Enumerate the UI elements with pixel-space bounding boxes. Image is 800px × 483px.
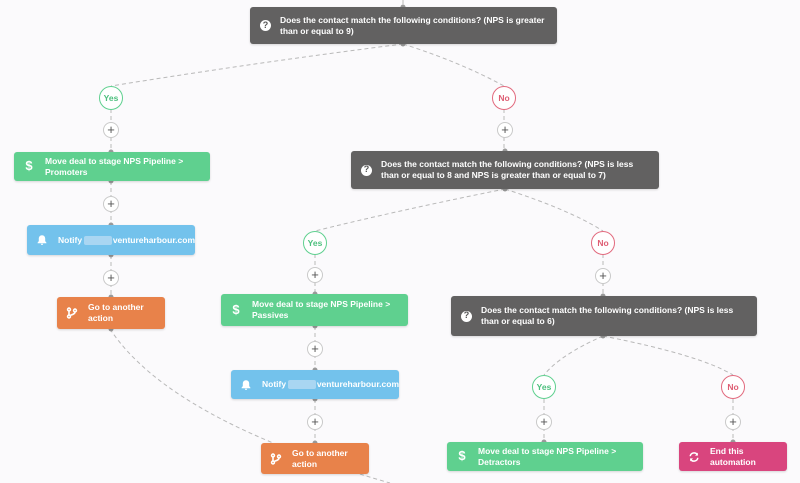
notify-prefix: Notify	[58, 234, 83, 245]
branch-icon	[269, 452, 283, 466]
bell-icon	[35, 233, 49, 247]
dollar-icon: $	[25, 158, 33, 174]
notify-domain: ventureharbour.com	[112, 234, 195, 245]
no-branch-label: No	[721, 375, 745, 399]
action-label: Go to another action	[88, 302, 144, 323]
add-step-button[interactable]: +	[307, 267, 323, 283]
no-branch-label: No	[492, 86, 516, 110]
redacted-email	[288, 380, 316, 389]
branch-icon	[65, 306, 79, 320]
condition-text: Does the contact match the following con…	[280, 14, 545, 36]
go-to-another-action[interactable]: Go to another action	[261, 443, 369, 474]
add-step-button[interactable]: +	[725, 414, 741, 430]
condition-text: Does the contact match the following con…	[381, 159, 634, 180]
add-step-button[interactable]: +	[103, 270, 119, 286]
action-label: End this automation	[710, 445, 756, 467]
add-step-button[interactable]: +	[307, 341, 323, 357]
question-icon: ?	[260, 20, 271, 31]
action-label: Move deal to stage NPS Pipeline > Promot…	[45, 155, 184, 177]
yes-branch-label: Yes	[303, 231, 327, 255]
add-step-button[interactable]: +	[103, 122, 119, 138]
action-label: Move deal to stage NPS Pipeline > Passiv…	[252, 299, 391, 320]
move-deal-passives-action[interactable]: $ Move deal to stage NPS Pipeline > Pass…	[221, 294, 408, 326]
add-step-button[interactable]: +	[497, 122, 513, 138]
condition-text: Does the contact match the following con…	[481, 305, 734, 326]
dollar-icon: $	[458, 448, 466, 464]
condition-nps-detractors[interactable]: ? Does the contact match the following c…	[451, 296, 757, 336]
dollar-icon: $	[232, 301, 240, 317]
move-deal-promoters-action[interactable]: $ Move deal to stage NPS Pipeline > Prom…	[14, 152, 210, 181]
yes-branch-label: Yes	[99, 86, 123, 110]
question-icon: ?	[361, 164, 372, 176]
add-step-button[interactable]: +	[103, 196, 119, 212]
redacted-email	[84, 235, 112, 245]
notify-action[interactable]: Notify ventureharbour.com	[231, 370, 399, 399]
yes-branch-label: Yes	[532, 375, 556, 399]
notify-domain: ventureharbour.com	[316, 379, 399, 390]
add-step-button[interactable]: +	[595, 268, 611, 284]
action-label: Move deal to stage NPS Pipeline > Detrac…	[478, 445, 617, 467]
notify-action[interactable]: Notify ventureharbour.com	[27, 225, 195, 255]
condition-nps-promoters[interactable]: ? Does the contact match the following c…	[250, 7, 557, 44]
condition-nps-passives[interactable]: ? Does the contact match the following c…	[351, 151, 659, 189]
end-automation-action[interactable]: End this automation	[679, 442, 787, 471]
add-step-button[interactable]: +	[307, 414, 323, 430]
action-label: Go to another action	[292, 447, 348, 469]
notify-prefix: Notify	[262, 379, 287, 390]
go-to-another-action[interactable]: Go to another action	[57, 297, 165, 329]
move-deal-detractors-action[interactable]: $ Move deal to stage NPS Pipeline > Detr…	[447, 442, 643, 471]
bell-icon	[239, 378, 253, 392]
sync-icon	[687, 450, 701, 464]
no-branch-label: No	[591, 231, 615, 255]
question-icon: ?	[461, 310, 472, 322]
add-step-button[interactable]: +	[536, 414, 552, 430]
